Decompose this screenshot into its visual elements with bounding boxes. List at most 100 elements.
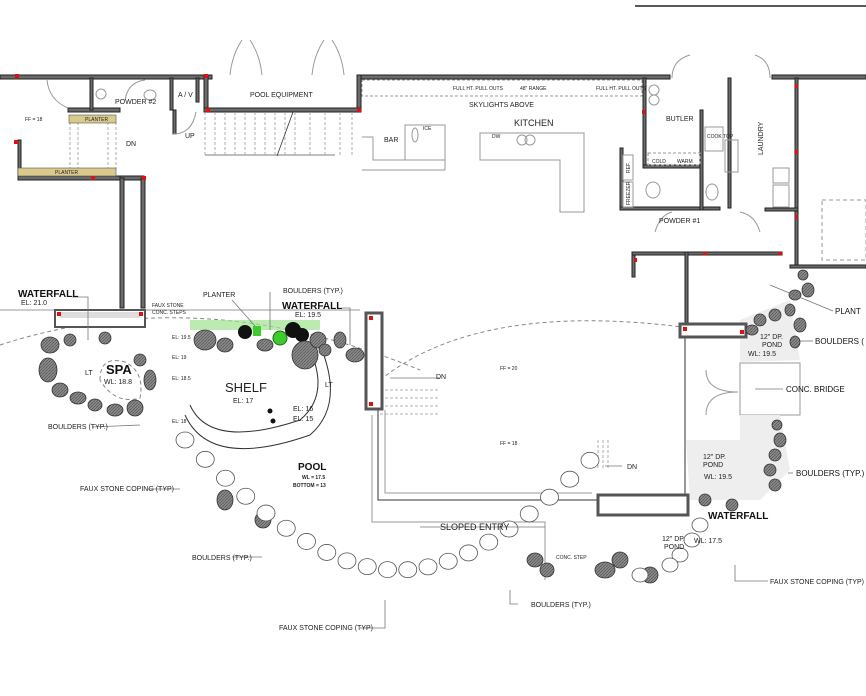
ice-label: ICE — [423, 126, 432, 132]
boulder — [801, 282, 815, 298]
skylights-note: SKYLIGHTS ABOVE — [469, 102, 534, 109]
freezer-label: FREEZER — [626, 181, 632, 205]
coping-stone — [691, 517, 709, 533]
boulders-left-label: BOULDERS (TYP.) — [48, 424, 108, 431]
boulder — [38, 357, 58, 383]
patio-outlines — [0, 309, 801, 580]
structural-columns — [14, 74, 798, 262]
coping-stone — [683, 532, 701, 548]
boulder — [345, 347, 365, 363]
shrub — [238, 325, 252, 339]
boulder — [594, 561, 616, 579]
full-ht-label-1: FULL HT. PULL OUTS — [453, 86, 504, 92]
coping-stone — [580, 451, 600, 469]
planter-bottom-label: PLANTER — [55, 170, 78, 176]
boulder — [773, 432, 787, 448]
boulder — [698, 493, 712, 507]
coping-stone — [337, 552, 357, 570]
boulder — [133, 353, 147, 367]
boulder — [143, 369, 157, 391]
plant-right-label: PLANT — [835, 307, 861, 316]
coping-stone — [175, 431, 195, 449]
boulder — [256, 338, 274, 352]
faux-steps-label-1: FAUX STONE — [152, 303, 184, 309]
lt-left: LT — [85, 370, 93, 377]
coping-right-label: FAUX STONE COPING (TYP) — [770, 579, 864, 586]
boulder — [40, 336, 60, 354]
dn-patio: DN — [436, 374, 446, 381]
shelf-step-2 — [184, 344, 331, 450]
boulder — [106, 403, 124, 417]
boulders-group — [38, 269, 815, 584]
boulders-mid-label: BOULDERS (TYP.) — [192, 555, 252, 562]
coping-stone — [236, 487, 256, 505]
planter-top — [68, 114, 117, 124]
coping-stone — [317, 544, 337, 561]
coping-stone — [519, 505, 539, 523]
coping-stone — [631, 567, 649, 583]
pool-wl: WL = 17.5 — [302, 475, 325, 481]
coping-stone — [256, 504, 276, 522]
door-swings — [46, 39, 771, 416]
boulder — [318, 343, 332, 357]
boulder — [539, 562, 555, 578]
conc-bridge-label: CONC. BRIDGE — [786, 385, 845, 394]
room-powder1: POWDER #1 — [659, 218, 700, 225]
shrub-green — [253, 326, 261, 336]
conc-step-label: CONC. STEP — [556, 555, 587, 561]
coping-stone — [216, 469, 235, 487]
pond-upper-label-1: 12" DP. — [760, 334, 783, 341]
ref-label: REF. — [626, 162, 632, 173]
lt-right: LT — [325, 382, 333, 389]
coping-stone — [560, 470, 580, 488]
coping-stone — [297, 533, 316, 550]
boulder — [126, 399, 144, 417]
boulder — [333, 331, 347, 349]
shelf-el: EL: 17 — [233, 398, 253, 405]
planter-top-label: PLANTER — [85, 117, 108, 123]
cold-label: COLD — [652, 159, 666, 165]
coping-left-label: FAUX STONE COPING (TYP) — [80, 486, 174, 493]
boulder — [216, 489, 234, 511]
boulder — [768, 478, 782, 492]
el-18: EL: 18 — [172, 419, 187, 425]
boulder — [69, 391, 87, 405]
ff-18: FF = 18 — [500, 441, 518, 447]
shrub-round — [272, 330, 288, 346]
boulders-bottom-label: BOULDERS (TYP.) — [531, 602, 591, 609]
coping-stone — [438, 552, 458, 570]
dw-label: DW — [492, 134, 501, 140]
spa-wl: WL: 18.8 — [104, 379, 132, 386]
pool-label: POOL — [298, 462, 326, 473]
pool-bottom: BOTTOM = 13 — [293, 483, 326, 489]
coping-stone — [357, 558, 377, 576]
stairs — [69, 112, 609, 470]
cook-top-label: COOK TOP — [707, 134, 734, 140]
waterfall-mid-el: EL: 19.5 — [295, 312, 321, 319]
room-pool-equipment: POOL EQUIPMENT — [250, 92, 313, 99]
coping-stone — [418, 558, 438, 576]
sloped-entry-label: SLOPED ENTRY — [440, 522, 509, 532]
boulder — [51, 382, 69, 398]
boulder — [526, 552, 544, 568]
stair-up-label: UP — [185, 133, 195, 140]
boulder — [768, 448, 782, 462]
spa-label: SPA — [106, 362, 132, 377]
boulder — [725, 498, 739, 512]
el-15: EL: 15 — [293, 416, 313, 423]
room-av: A / V — [178, 92, 193, 99]
waterfall-left-label: WATERFALL — [18, 289, 78, 300]
boulder — [87, 398, 103, 412]
coping-stone — [276, 519, 296, 537]
warm-label: WARM — [677, 159, 693, 165]
coping-stone — [479, 533, 499, 551]
coping-stone — [378, 561, 397, 578]
coping-stone — [661, 557, 679, 573]
boulder — [611, 551, 629, 569]
boulder — [763, 463, 777, 477]
faux-steps-label-2: CONC. STEPS — [152, 310, 187, 316]
el-18-5: EL: 18.5 — [172, 376, 191, 382]
room-kitchen: KITCHEN — [514, 118, 554, 128]
